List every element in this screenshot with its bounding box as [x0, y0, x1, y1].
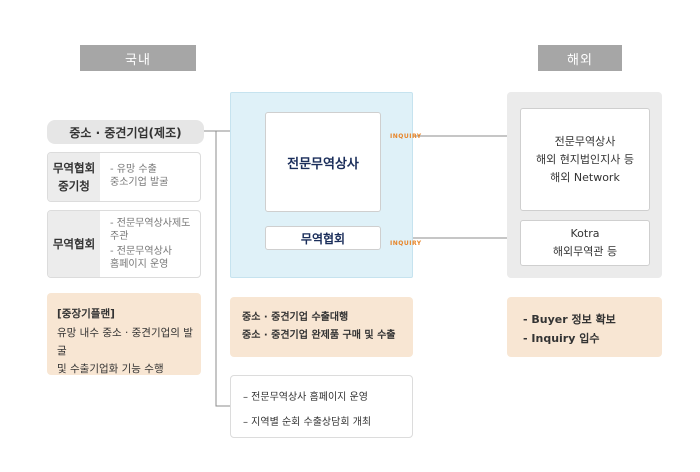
kita-box-left: 무역협회 - 전문무역상사제도 주관 - 전문무역상사 홈페이지 운영 [47, 210, 201, 278]
plan-body: 유망 내수 중소 · 중견기업의 발굴 및 수출기업화 기능 수행 [57, 327, 193, 375]
kita-smba-item: - 유망 수출 중소기업 발굴 [110, 164, 169, 188]
activity-item-2: – 지역별 순회 수출상담회 개최 [243, 417, 372, 428]
sme-to-activities-line [215, 131, 230, 407]
trading-company-box: 전문무역상사 [265, 112, 381, 212]
result-item-1: - Buyer 정보 확보 [523, 313, 616, 326]
buyer-info-box: - Buyer 정보 확보 - Inquiry 입수 [507, 297, 662, 357]
sme-manufacturing-pill: 중소 · 중견기업(제조) [47, 120, 204, 144]
kita-smba-label: 무역협회 중기청 [48, 153, 100, 201]
activity-item-1: – 전문무역상사 홈페이지 운영 [243, 392, 368, 403]
plan-title: [중장기플랜] [57, 308, 115, 320]
kita-smba-box: 무역협회 중기청 - 유망 수출 중소기업 발굴 [47, 152, 201, 202]
kita-label: 무역협회 [48, 211, 100, 277]
role-box: 중소 · 중견기업 수출대행 중소 · 중견기업 완제품 구매 및 수출 [230, 297, 413, 357]
kita-center-box: 무역협회 [265, 226, 381, 250]
header-domestic: 국내 [80, 45, 196, 71]
activities-box: – 전문무역상사 홈페이지 운영 – 지역별 순회 수출상담회 개최 [230, 375, 413, 438]
kotra-box: Kotra 해외무역관 등 [520, 220, 650, 266]
result-item-2: - Inquiry 입수 [523, 332, 600, 345]
inquiry-label-top: INQUIRY [390, 133, 422, 140]
overseas-network-box: 전문무역상사 해외 현지법인지사 등 해외 Network [520, 108, 650, 211]
header-overseas: 해외 [538, 45, 622, 71]
kita-item-2: - 전문무역상사 홈페이지 운영 [110, 246, 172, 270]
inquiry-label-bottom: INQUIRY [390, 240, 422, 247]
long-term-plan-box: [중장기플랜] 유망 내수 중소 · 중견기업의 발굴 및 수출기업화 기능 수… [47, 293, 201, 375]
kita-item-1: - 전문무역상사제도 주관 [110, 218, 191, 242]
